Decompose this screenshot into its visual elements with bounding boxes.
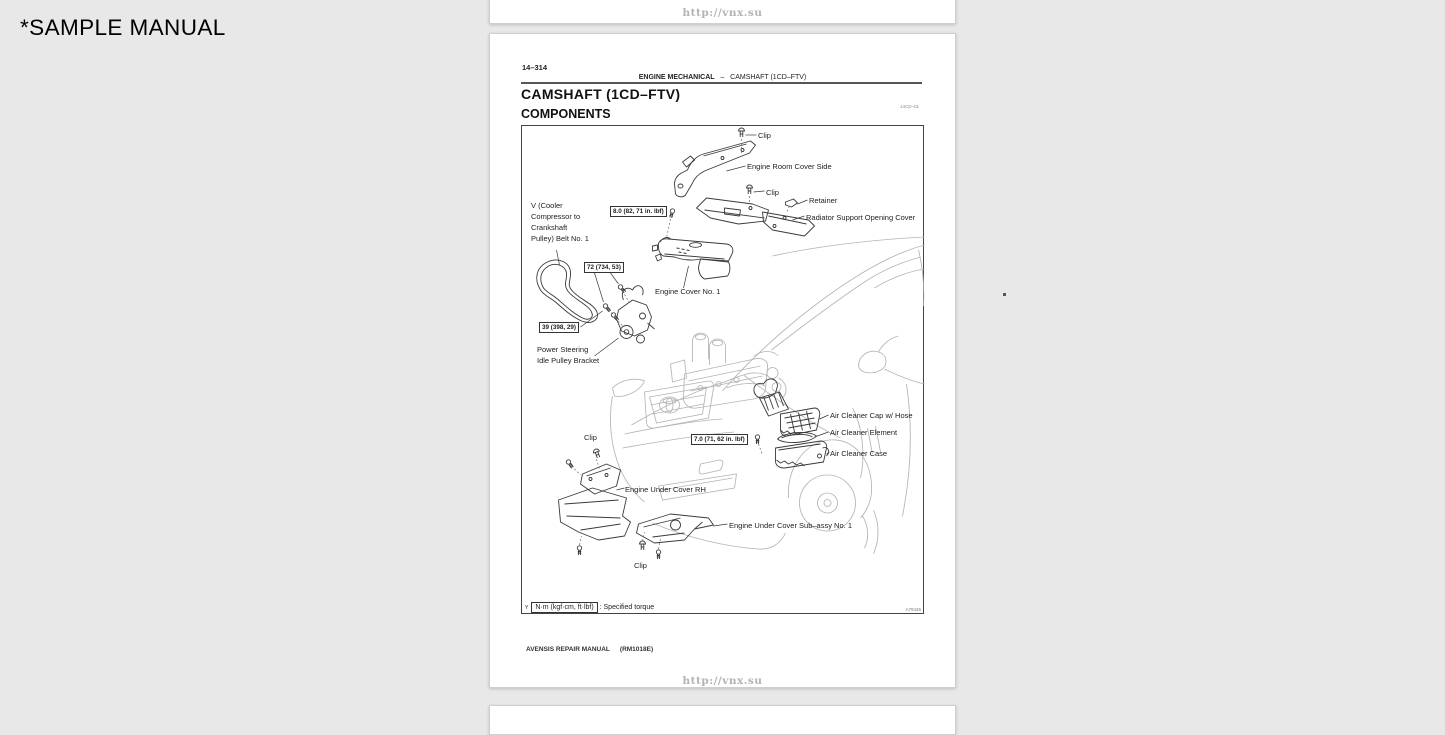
part-label-engine-room-cover-side: Engine Room Cover Side (747, 162, 832, 171)
watermark-top: http://vnx.su (682, 7, 763, 19)
revision-code: 14CD–01 (899, 104, 919, 109)
running-header: ENGINE MECHANICAL – CAMSHAFT (1CD–FTV) (490, 74, 955, 81)
torque-spec-72: 72 (734, 53) (584, 262, 624, 273)
part-label-clip-bottom: Clip (634, 561, 647, 570)
manual-page: 14–314 ENGINE MECHANICAL – CAMSHAFT (1CD… (489, 33, 956, 688)
torque-spec-8: 8.0 (82, 71 in. lbf) (610, 206, 667, 217)
watermark-bottom: http://vnx.su (682, 675, 763, 687)
running-header-topic: CAMSHAFT (1CD–FTV) (730, 74, 807, 81)
part-label-air-cleaner-cap: Air Cleaner Cap w/ Hose (830, 411, 913, 420)
part-label-air-cleaner-case: Air Cleaner Case (830, 449, 888, 458)
legend-axis-letter: Y (525, 605, 529, 611)
part-label-power-steering-bracket: Power Steering Idle Pulley Bracket (537, 345, 600, 365)
part-label-engine-under-cover-rh: Engine Under Cover RH (625, 485, 706, 494)
part-label-clip-3: Clip (584, 433, 597, 442)
part-label-clip-2: Clip (766, 188, 779, 197)
torque-spec-39: 39 (398, 29) (539, 322, 579, 333)
page-footer: AVENSIS REPAIR MANUAL (RM1018E) (526, 646, 653, 653)
page-title: CAMSHAFT (1CD–FTV) (521, 86, 681, 102)
footer-manual-name: AVENSIS REPAIR MANUAL (526, 646, 610, 653)
footer-manual-code: (RM1018E) (619, 646, 654, 653)
torque-spec-7: 7.0 (71, 62 in. lbf) (691, 434, 748, 445)
part-label-engine-cover: Engine Cover No. 1 (655, 287, 721, 296)
legend-description: : Specified torque (599, 604, 655, 611)
page-number: 14–314 (522, 63, 548, 72)
sample-manual-label: *SAMPLE MANUAL (20, 15, 226, 40)
part-label-radiator-support-opening-cover: Radiator Support Opening Cover (806, 213, 916, 222)
running-header-separator: – (720, 74, 725, 81)
figure-code: A79426 (905, 607, 921, 612)
part-label-retainer: Retainer (809, 196, 838, 205)
previous-page-fragment: http://vnx.su (489, 0, 956, 24)
page-subtitle: COMPONENTS (521, 107, 611, 121)
components-diagram: Clip Engine Room Cover Side Clip Retaine… (521, 125, 925, 614)
part-label-engine-under-cover-subassy: Engine Under Cover Sub–assy No. 1 (729, 521, 852, 530)
part-label-air-cleaner-element: Air Cleaner Element (830, 428, 898, 437)
next-page-fragment (489, 705, 956, 735)
stray-dot (1003, 293, 1006, 296)
legend-torque-symbol: N·m (kgf·cm, ft·lbf) (531, 602, 598, 613)
diagram-artwork (536, 127, 925, 560)
header-rule (521, 82, 922, 84)
part-label-clip-top: Clip (758, 131, 771, 140)
running-header-section: ENGINE MECHANICAL (638, 74, 715, 81)
part-label-belt: V (Cooler Compressor to Crankshaft Pulle… (531, 201, 589, 243)
